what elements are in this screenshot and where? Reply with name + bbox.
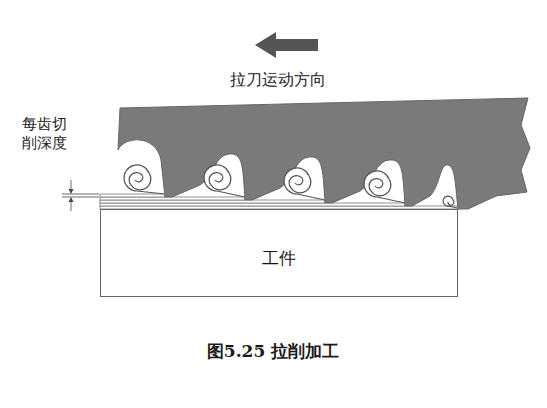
workpiece-box: 工件: [100, 209, 458, 297]
motion-direction-label: 拉刀运动方向: [230, 70, 326, 90]
broach-body: [118, 98, 530, 209]
node-text: 工件: [262, 247, 296, 270]
depth-of-cut-label: 每齿切削深度: [22, 115, 69, 153]
figure-caption: 图5.25 拉削加工: [207, 340, 339, 363]
motion-arrow: [255, 32, 318, 58]
chips: [124, 165, 457, 208]
depth-dimension: [62, 180, 99, 211]
